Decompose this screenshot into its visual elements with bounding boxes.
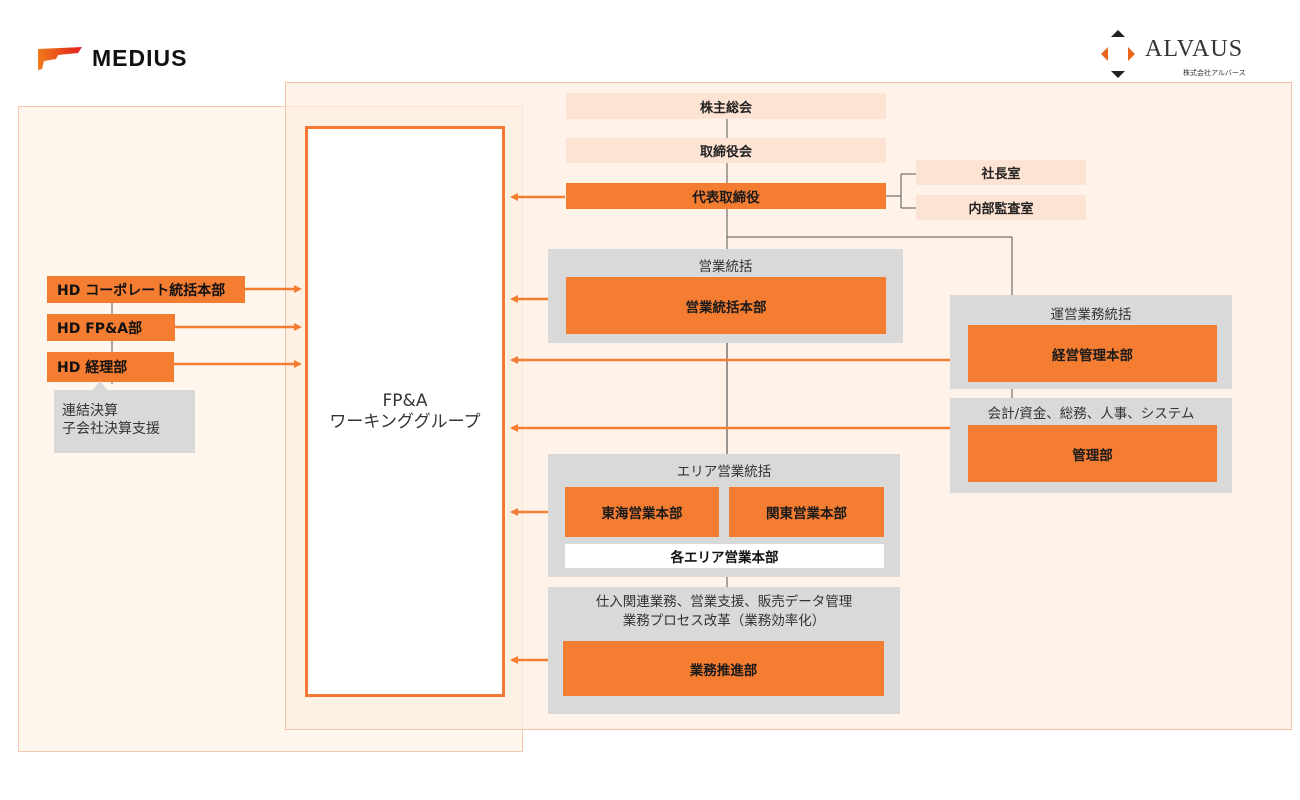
representative-director-box[interactable]: 代表取締役 [566,183,886,209]
sales-control-headquarters-label: 営業統括本部 [685,299,767,316]
alvaus-logo-subtitle: 株式会社アルバース [1183,69,1246,77]
administration-department-label: 管理部 [1072,447,1113,464]
business-promotion-group-label-line-1: 仕入関連業務、営業支援、販売データ管理 [595,594,853,610]
business-promotion-department-box[interactable]: 業務推進部 [563,641,884,696]
administration-department-box[interactable]: 管理部 [968,425,1217,482]
each-area-sales-headquarters-label: 各エリア営業本部 [670,550,779,566]
tokai-sales-headquarters-label: 東海営業本部 [601,506,683,522]
presidents-office-label: 社長室 [981,167,1021,182]
admin-group-label: 会計/資金、総務、人事、システム [987,406,1195,422]
tokai-sales-headquarters-box[interactable]: 東海営業本部 [565,487,719,537]
kanto-sales-headquarters-label: 関東営業本部 [766,506,847,522]
business-promotion-group-label-line-2: 業務プロセス改革（業務効率化） [622,613,826,629]
hd-corporate-division[interactable]: HD コーポレート統括本部 [47,276,245,303]
hd-corporate-division-label: HD コーポレート統括本部 [57,282,226,299]
internal-audit-label: 内部監査室 [968,202,1034,217]
hd-accounting-department[interactable]: HD 経理部 [47,352,174,382]
kanto-sales-headquarters-box[interactable]: 関東営業本部 [729,487,884,537]
hd-fpa-department[interactable]: HD FP&A部 [47,314,175,341]
board-of-directors-label: 取締役会 [699,145,752,160]
shareholders-meeting-box[interactable]: 株主総会 [566,93,886,119]
fpa-working-group-title: FP&A [382,390,428,411]
hd-note-line-2: 子会社決算支援 [62,421,160,437]
sales-control-group-label: 営業統括 [698,259,753,275]
sales-control-headquarters-box[interactable]: 営業統括本部 [566,277,886,334]
medius-logo: MEDIUS [36,43,187,73]
callout-pointer-icon [92,381,108,391]
alvaus-logo-text: ALVAUS [1145,36,1244,62]
sales-control-group: 営業統括 営業統括本部 [548,249,903,343]
alvaus-diamond-icon [1101,30,1135,78]
fpa-working-group[interactable]: FP&A ワーキンググループ [305,126,505,697]
admin-group: 会計/資金、総務、人事、システム 管理部 [950,398,1232,493]
shareholders-meeting-label: 株主総会 [699,100,752,116]
board-of-directors-box[interactable]: 取締役会 [566,138,886,163]
operations-control-group: 運営業務統括 経営管理本部 [950,295,1232,389]
hd-note-line-1: 連結決算 [62,403,118,419]
area-sales-group-label: エリア営業統括 [676,464,772,480]
business-promotion-department-label: 業務推進部 [689,662,758,679]
medius-flag-icon [38,47,82,70]
internal-audit-box[interactable]: 内部監査室 [916,195,1086,220]
representative-director-label: 代表取締役 [692,190,760,206]
management-planning-headquarters-box[interactable]: 経営管理本部 [968,325,1217,382]
area-sales-group: エリア営業統括 東海営業本部 関東営業本部 各エリア営業本部 [548,454,900,577]
operations-control-group-label: 運営業務統括 [1050,307,1132,323]
hd-accounting-note: 連結決算 子会社決算支援 [54,390,195,453]
alvaus-logo: ALVAUS 株式会社アルバース [1098,28,1298,88]
business-promotion-group: 仕入関連業務、営業支援、販売データ管理 業務プロセス改革（業務効率化） 業務推進… [548,587,900,714]
each-area-sales-headquarters-box[interactable]: 各エリア営業本部 [565,544,884,568]
medius-logo-text: MEDIUS [92,44,188,71]
presidents-office-box[interactable]: 社長室 [916,160,1086,185]
hd-accounting-department-label: HD 経理部 [57,360,128,376]
hd-fpa-department-label: HD FP&A部 [57,320,143,337]
business-promotion-group-label: 仕入関連業務、営業支援、販売データ管理 業務プロセス改革（業務効率化） [548,593,900,631]
fpa-working-group-subtitle: ワーキンググループ [329,411,481,432]
management-planning-headquarters-label: 経営管理本部 [1052,347,1133,364]
